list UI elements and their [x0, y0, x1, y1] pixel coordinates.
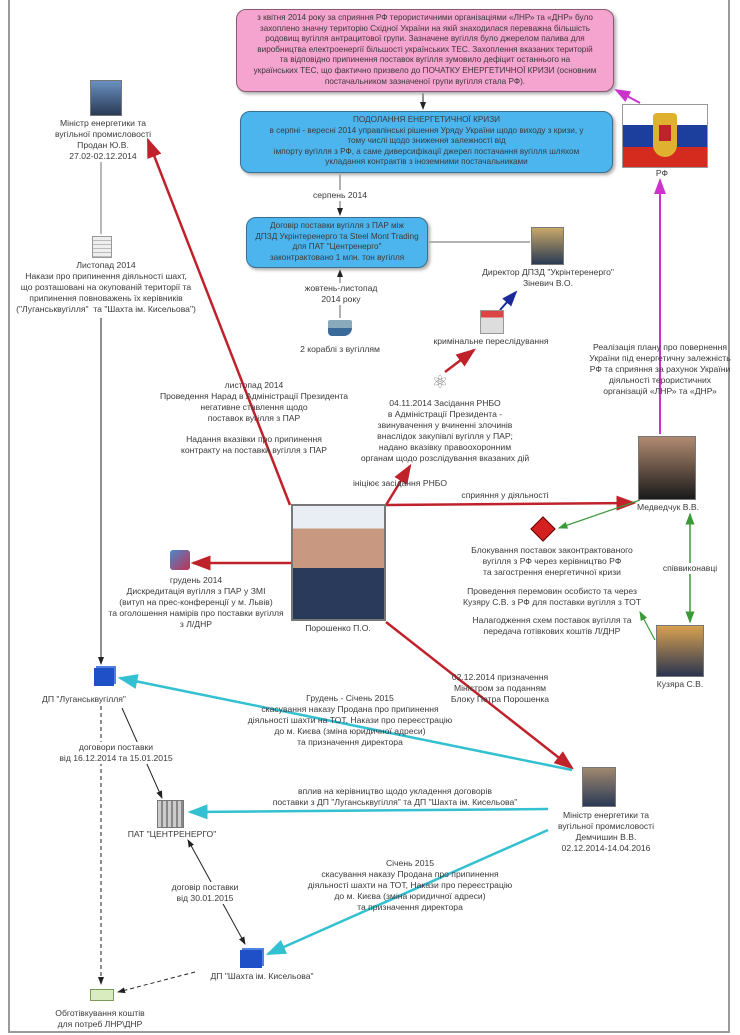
zinevych-photo — [531, 227, 564, 265]
crisis-origin-box: з квітня 2014 року за сприяння РФ терори… — [236, 9, 614, 92]
jan-2015-label: Січень 2015 скасування наказу Продана пр… — [307, 858, 513, 912]
link-kuzyara-to-text — [639, 610, 656, 641]
criminal-prosecution-icon — [480, 310, 504, 334]
link-poroshenko-to-prodan — [146, 137, 292, 506]
link-demchyshyn-to-centrenergo — [187, 804, 549, 820]
link-rf-to-origin — [614, 89, 641, 104]
poroshenko-label: Порошенко П.О. — [305, 623, 371, 633]
kiselyov-cube-icon — [240, 950, 262, 968]
russia-flag-icon — [622, 104, 708, 168]
money-icon — [90, 989, 114, 1001]
link-kiselyov-to-cash — [117, 971, 196, 994]
medvedchuk-photo — [638, 436, 696, 500]
blocking-label: Блокування поставок законтрактованого ву… — [471, 545, 633, 577]
centrenergo-label: ПАТ "ЦЕНТРЕНЕРГО" — [127, 829, 217, 839]
building-icon — [157, 800, 184, 828]
instruction-label: Надання вказівки про припинення контракт… — [181, 434, 327, 455]
link-rnbo-to-criminal — [444, 348, 476, 373]
nov-2014-meetings-label: листопад 2014 Проведення Нарад в Адмініс… — [159, 380, 349, 423]
prodan-orders-label: Листопад 2014 Накази про припинення діял… — [16, 260, 196, 314]
contracts-luhansk-label: договори поставки від 16.12.2014 та 15.0… — [59, 742, 173, 764]
link-poroshenko-to-rnbo — [384, 463, 412, 506]
document-icon — [92, 236, 112, 258]
negotiations-label: Проведення перемовин особисто та через К… — [462, 586, 642, 607]
rf-label: РФ — [655, 168, 669, 178]
atom-icon: ⚛ — [432, 372, 449, 392]
criminal-label: кримінальне переслідування — [433, 336, 549, 346]
rnbo-label: 04.11.2014 Засідання РНБО в Адміністраці… — [360, 398, 530, 463]
demchyshyn-photo — [582, 767, 616, 807]
oct-nov-2014-label: жовтень-листопад 2014 року — [304, 283, 378, 305]
medvedchuk-label: Медведчук В.В. — [636, 502, 700, 512]
influence-label: вплив на керівництво щодо укладення дого… — [272, 786, 518, 807]
link-criminal-to-zinevych — [499, 290, 518, 311]
appointment-label: 02.12.2014 призначення Міністром за пода… — [450, 672, 550, 704]
schemes-label: Налагодження схем поставок вугілля та пе… — [472, 615, 632, 636]
link-poroshenko-to-demchyshyn — [385, 621, 574, 770]
co-perpetrators-label: співвиконавці — [662, 563, 718, 574]
link-medvedchuk-to-blocking — [557, 499, 641, 529]
link-poroshenko-to-medvedchuk — [385, 495, 637, 511]
realization-label: Реалізація плану про повернення України … — [589, 342, 731, 396]
dp-kiselyov-label: ДП "Шахта ім. Кисельова" — [210, 971, 314, 981]
contract-kiselyov-label: договір поставки від 30.01.2015 — [171, 882, 239, 904]
kuzyara-label: Кузяра С.В. — [656, 679, 704, 689]
prodan-photo — [90, 80, 122, 116]
prodan-label: Міністр енергетики та вугільної промисло… — [54, 118, 152, 161]
dec-jan-2015-label: Грудень - Січень 2015 скасування наказу … — [247, 693, 453, 747]
dp-luhansk-label: ДП "Луганськвугілля" — [42, 694, 126, 704]
discredit-label: грудень 2014 Дискредитація вугілля з ПАР… — [108, 575, 284, 629]
assistance-label: сприяння у діяльності — [461, 490, 549, 500]
overcoming-crisis-box: ПОДОЛАННЯ ЕНЕРГЕТИЧНОЇ КРИЗИ в серпні - … — [240, 111, 613, 173]
link-demchyshyn-to-kiselyov — [265, 828, 549, 956]
diagram-frame — [8, 0, 730, 1033]
poroshenko-photo — [291, 504, 386, 621]
initiates-rnbo-label: ініціює засідання РНБО — [352, 478, 448, 488]
link-demchyshyn-to-luhansk — [117, 674, 573, 772]
cash-label: Обготівкування коштів для потреб ЛНР\ДНР — [55, 1008, 145, 1029]
luhansk-cube-icon — [94, 668, 114, 686]
media-icon — [170, 550, 190, 570]
august-2014-label: серпень 2014 — [312, 190, 368, 201]
contract-box: Договір поставки вугілля з ПАР між ДПЗД … — [246, 217, 428, 268]
ships-label: 2 кораблі з вугіллям — [300, 344, 380, 354]
zinevych-label: Директор ДПЗД "Укрінтеренерго" Зіневич В… — [482, 267, 614, 288]
demchyshyn-label: Міністр енергетики та вугільної промисло… — [557, 810, 655, 853]
ship-icon — [328, 320, 352, 336]
kuzyara-photo — [656, 625, 704, 677]
